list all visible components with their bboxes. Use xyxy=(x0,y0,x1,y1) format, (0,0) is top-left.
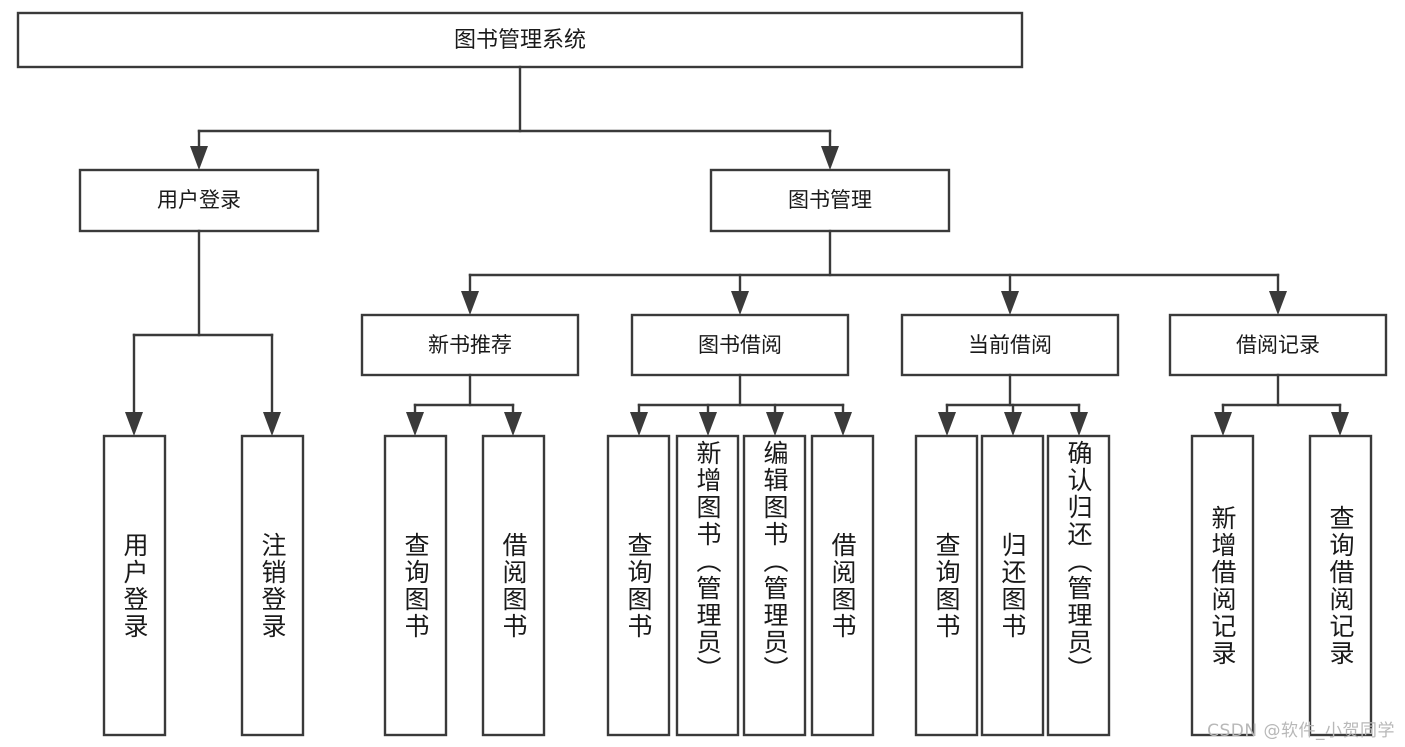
node-current-borrow-label: 当前借阅 xyxy=(968,333,1052,357)
connector-book-borrow-to-leaves xyxy=(630,373,852,436)
leaf-box-current-borrow-0[interactable] xyxy=(914,434,979,737)
node-borrow-record-label: 借阅记录 xyxy=(1236,333,1320,357)
connector-current-borrow-to-leaves xyxy=(938,373,1088,436)
arrow-head-icon xyxy=(731,291,749,315)
arrow-head-icon xyxy=(1269,291,1287,315)
node-new-book-recommend-label: 新书推荐 xyxy=(428,333,512,357)
node-current-borrow-box xyxy=(900,313,1120,377)
leaf-box-user-login-1[interactable] xyxy=(240,434,305,737)
arrow-head-icon xyxy=(938,412,956,436)
arrow-head-icon xyxy=(406,412,424,436)
node-root-box xyxy=(16,11,1024,69)
arrow-head-icon xyxy=(1070,412,1088,436)
arrow-head-icon xyxy=(1004,412,1022,436)
leaf-box-book-borrow-3[interactable] xyxy=(810,434,875,737)
arrow-head-icon xyxy=(1214,412,1232,436)
leaf-box-new-book-0[interactable] xyxy=(383,434,448,737)
node-new-book-recommend[interactable]: 新书推荐 xyxy=(360,313,580,377)
node-book-management[interactable]: 图书管理 xyxy=(709,168,951,233)
leaf-box-current-borrow-2[interactable] xyxy=(1046,434,1111,737)
node-user-login-box xyxy=(78,168,320,233)
leaf-box-borrow-record-1[interactable] xyxy=(1308,434,1373,737)
watermark: CSDN @软件_小贺同学 xyxy=(1207,721,1395,741)
connector-book-management-to-level3 xyxy=(461,229,1287,315)
node-book-borrow-label: 图书借阅 xyxy=(698,333,782,357)
connector-new-book-to-leaves xyxy=(406,373,522,436)
node-book-borrow[interactable]: 图书借阅 xyxy=(630,313,850,377)
node-borrow-record[interactable]: 借阅记录 xyxy=(1168,313,1388,377)
connector-borrow-record-to-leaves xyxy=(1214,373,1349,436)
node-book-management-label: 图书管理 xyxy=(788,188,872,212)
node-root[interactable]: 图书管理系统 xyxy=(16,11,1024,69)
leaf-box-book-borrow-0[interactable] xyxy=(606,434,671,737)
arrow-head-icon xyxy=(461,291,479,315)
leaf-box-book-borrow-1[interactable] xyxy=(675,434,740,737)
node-current-borrow[interactable]: 当前借阅 xyxy=(900,313,1120,377)
leaf-box-book-borrow-2[interactable] xyxy=(742,434,807,737)
leaf-box-user-login-0[interactable] xyxy=(102,434,167,737)
node-new-book-recommend-box xyxy=(360,313,580,377)
connector-user-login-to-leaves xyxy=(125,229,281,436)
arrow-head-icon xyxy=(630,412,648,436)
node-root-label: 图书管理系统 xyxy=(454,28,586,53)
arrow-head-icon xyxy=(766,412,784,436)
connector-root-to-level2 xyxy=(190,65,839,170)
arrow-head-icon xyxy=(834,412,852,436)
node-user-login-label: 用户登录 xyxy=(157,188,241,212)
leaf-box-current-borrow-1[interactable] xyxy=(980,434,1045,737)
arrow-head-icon xyxy=(190,146,208,170)
node-user-login[interactable]: 用户登录 xyxy=(78,168,320,233)
arrow-head-icon xyxy=(263,412,281,436)
leaf-box-new-book-1[interactable] xyxy=(481,434,546,737)
arrow-head-icon xyxy=(504,412,522,436)
arrow-head-icon xyxy=(1001,291,1019,315)
arrow-head-icon xyxy=(1331,412,1349,436)
arrow-head-icon xyxy=(699,412,717,436)
arrow-head-icon xyxy=(125,412,143,436)
arrow-head-icon xyxy=(821,146,839,170)
leaf-box-borrow-record-0[interactable] xyxy=(1190,434,1255,737)
